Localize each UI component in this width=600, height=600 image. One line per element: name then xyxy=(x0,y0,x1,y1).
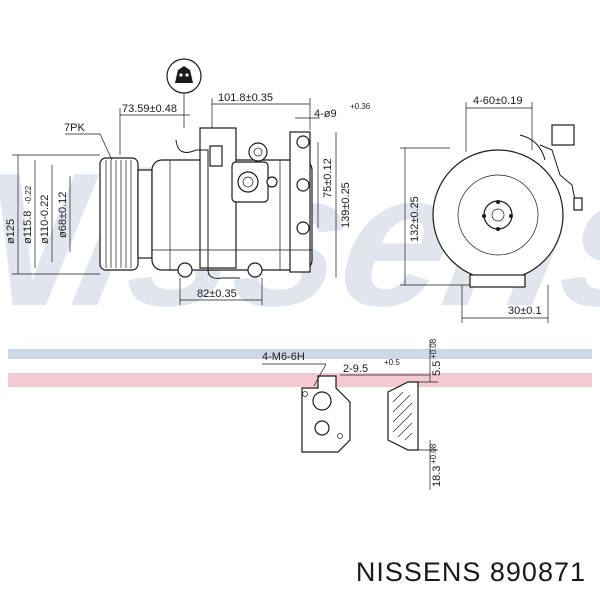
dim-4-m6: 4-M6-6H xyxy=(262,351,305,363)
dim-4-d9: 4-ø9 xyxy=(314,108,337,120)
detail-view: 4-M6-6H 2-9.5 +0.5 5.5 +0.08 18.3 +0.08 xyxy=(262,338,443,490)
front-view: 7PK 73.59±0.48 101.8±0.35 4-ø9 +0.36 82±… xyxy=(5,58,371,305)
compressor-body xyxy=(151,127,313,279)
section-hatching xyxy=(392,391,413,441)
dim-101-8: 101.8±0.35 xyxy=(218,92,273,104)
dim-2-9-5: 2-9.5 xyxy=(343,363,368,375)
dim-30: 30±0.1 xyxy=(508,305,542,317)
dim-82: 82±0.35 xyxy=(197,288,237,300)
dim-18-3: 18.3 xyxy=(431,466,443,487)
part-number: 890871 xyxy=(489,557,586,587)
front-dimension-lines xyxy=(12,98,337,305)
pulley xyxy=(99,157,153,271)
dim-d115-8: ø115.8 xyxy=(22,211,34,244)
dim-18-3-tol: +0.08 xyxy=(429,443,438,464)
dim-7pk: 7PK xyxy=(64,122,85,134)
dim-4-d9-tol: +0.36 xyxy=(350,102,371,111)
dim-139: 139±0.25 xyxy=(340,182,352,228)
blue-stripe xyxy=(8,349,592,359)
side-view: 4-60±0.19 132±0.25 30±0.1 xyxy=(400,95,583,323)
dim-5-5: 5.5 xyxy=(431,361,443,376)
dim-4-60: 4-60±0.19 xyxy=(473,95,522,107)
dim-d68: ø68±0.12 xyxy=(57,192,69,238)
dim-5-5-tol: +0.08 xyxy=(429,338,438,359)
part-caption: NISSENS 890871 xyxy=(356,557,586,588)
dim-2-9-5-tol: +0.5 xyxy=(384,358,400,367)
brand-name: NISSENS xyxy=(355,557,482,587)
dim-d125: ø125 xyxy=(5,219,17,244)
connector-icon xyxy=(166,58,202,128)
dim-d115-8-tol: -0.22 xyxy=(24,185,33,204)
dim-d110: ø110-0.22 xyxy=(39,195,51,244)
pink-stripe xyxy=(8,373,592,387)
dim-132: 132±0.25 xyxy=(409,196,421,242)
dim-73-59: 73.59±0.48 xyxy=(122,103,177,115)
dim-75: 75±0.12 xyxy=(322,158,334,198)
